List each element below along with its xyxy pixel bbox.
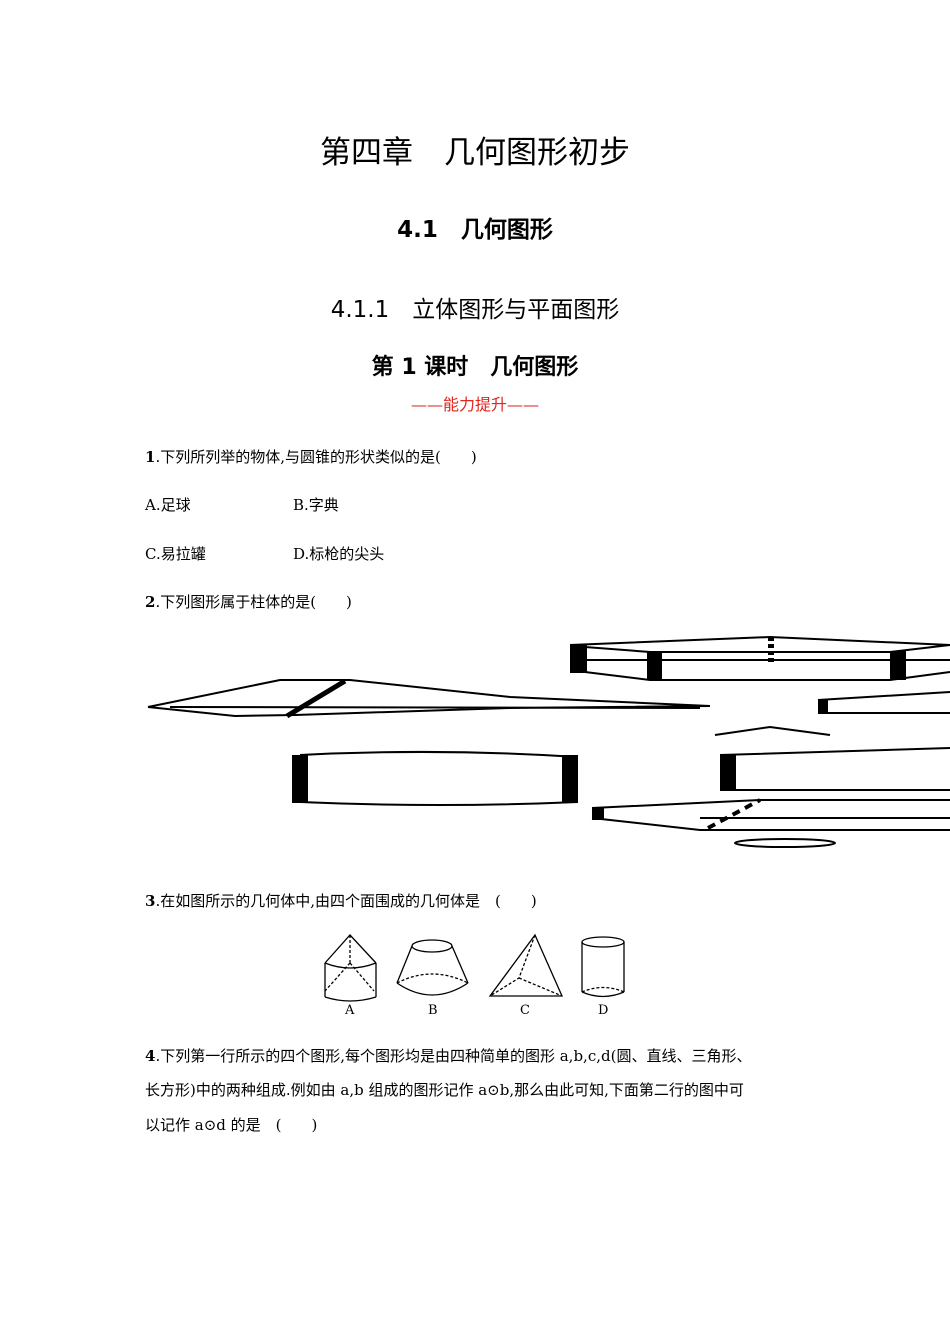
lesson-title: 第 1 课时 几何图形 [371, 355, 579, 380]
question-text: .在如图所示的几何体中,由四个面围成的几何体是 ( ) [155, 892, 537, 910]
section-title: 4.1 几何图形 [397, 217, 553, 243]
subheading: ——能力提升—— [410, 395, 539, 414]
subsection-title: 4.1.1 立体图形与平面图形 [330, 297, 620, 323]
option-c: C.易拉罐 [145, 545, 206, 563]
question-text: .下列第一行所示的四个图形,每个图形均是由四种简单的图形 a,b,c,d(圆、直… [155, 1047, 752, 1065]
question-number: 4 [145, 1047, 156, 1065]
option-d: D.标枪的尖头 [293, 545, 385, 563]
label-a: A [345, 1003, 355, 1018]
option-b: B.字典 [293, 496, 339, 514]
question-number: 3 [145, 892, 156, 910]
shape-a [324, 934, 377, 1002]
shape-d [581, 936, 625, 998]
pyramid-shape [147, 678, 711, 719]
chapter-title: 第四章 几何图形初步 [320, 135, 630, 171]
question-2: 2.下列图形属于柱体的是( ) [145, 591, 352, 612]
q3-figure [324, 933, 625, 1002]
question-number: 2 [145, 593, 156, 611]
prism-shape [569, 635, 950, 681]
label-c: C [520, 1003, 530, 1018]
option-a: A.足球 [145, 496, 191, 514]
label-d: D [598, 1003, 609, 1018]
question-4-line-2: 长方形)中的两种组成.例如由 a,b 组成的图形记作 a⊙b,那么由此可知,下面… [145, 1081, 744, 1099]
question-3: 3.在如图所示的几何体中,由四个面围成的几何体是 ( ) [145, 890, 537, 911]
question-text: .下列图形属于柱体的是( ) [155, 593, 352, 611]
shape-b [396, 939, 469, 996]
label-b: B [428, 1003, 438, 1018]
box-shape [714, 691, 950, 736]
question-4-line-3: 以记作 a⊙d 的是 ( ) [145, 1116, 318, 1134]
question-number: 1 [145, 448, 156, 466]
cuboid-shape [591, 747, 950, 848]
cylinder-shape [292, 750, 579, 806]
question-4: 4.下列第一行所示的四个图形,每个图形均是由四种简单的图形 a,b,c,d(圆、… [145, 1045, 751, 1066]
shape-c [488, 933, 563, 997]
question-text: .下列所列举的物体,与圆锥的形状类似的是( ) [155, 448, 477, 466]
question-1: 1.下列所列举的物体,与圆锥的形状类似的是( ) [145, 446, 477, 467]
